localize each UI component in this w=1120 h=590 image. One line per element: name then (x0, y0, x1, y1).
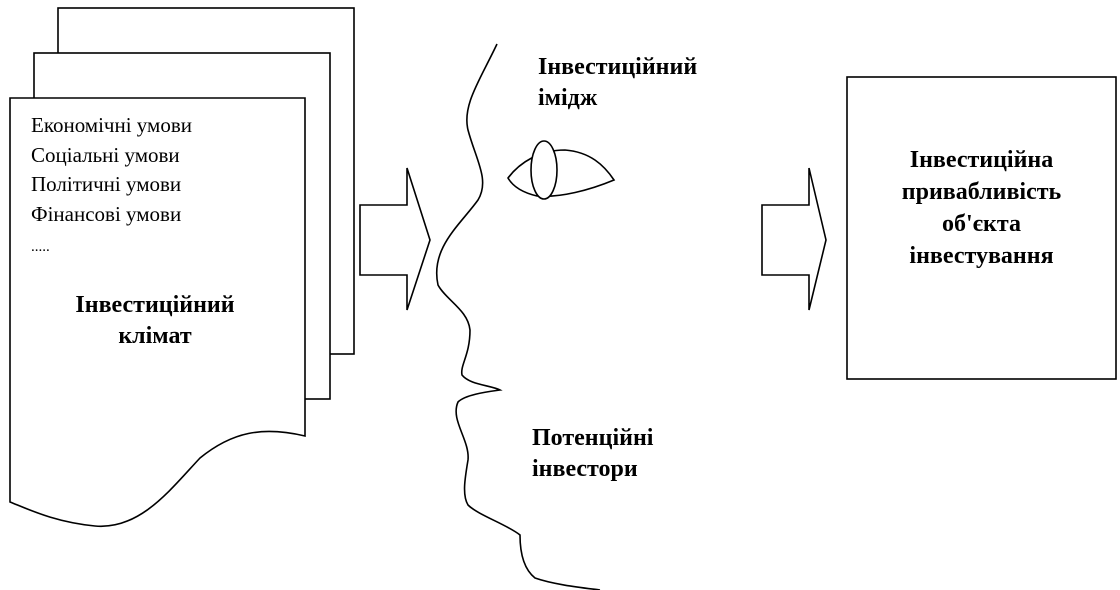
arrow-right-icon (359, 167, 431, 311)
eye-icon (507, 140, 616, 200)
image-label-line1: Інвестиційний (538, 54, 698, 80)
climate-condition-economic: Економічні умови (31, 113, 192, 137)
result-line4: інвестування (909, 243, 1054, 269)
result-line1: Інвестиційна (909, 147, 1054, 173)
climate-title-line2: клімат (118, 323, 192, 349)
arrow-right-icon-2 (761, 167, 827, 311)
face-profile-icon (435, 43, 601, 590)
climate-condition-political: Політичні умови (31, 172, 182, 196)
image-label-line2: імідж (538, 85, 598, 111)
document-stack-icon (9, 7, 355, 527)
front-document-sheet (9, 97, 306, 527)
investors-label-line2: інвестори (532, 456, 638, 482)
climate-condition-financial: Фінансові умови (31, 201, 182, 226)
climate-ellipsis: ..... (31, 239, 50, 255)
climate-condition-social: Соціальні умови (31, 142, 180, 167)
result-line2: привабливість (901, 179, 1062, 205)
result-line3: об'єкта (942, 211, 1021, 237)
investors-label-line1: Потенційні (532, 425, 654, 451)
climate-title-line1: Інвестиційний (75, 292, 235, 318)
result-box (846, 76, 1117, 380)
